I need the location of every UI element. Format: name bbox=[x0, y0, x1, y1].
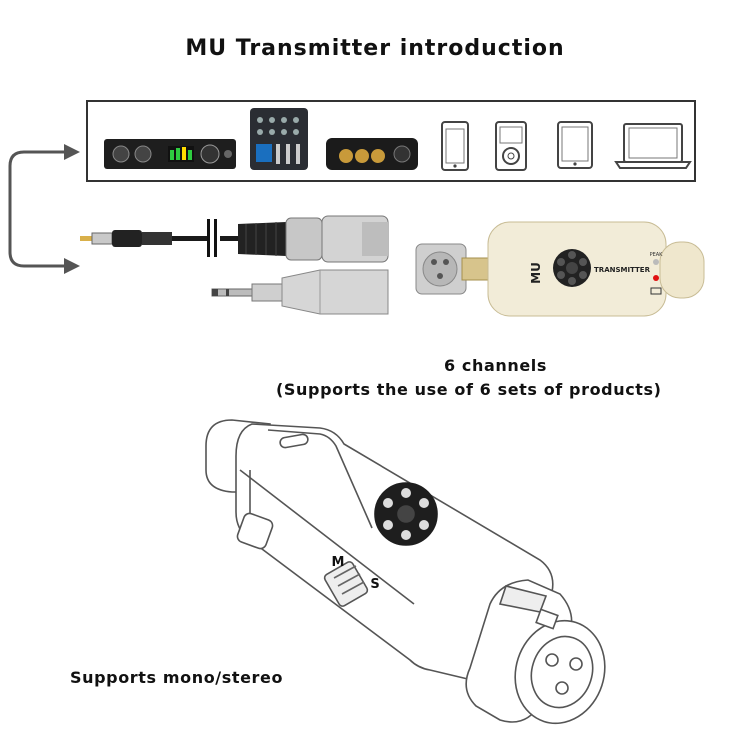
mono-switch-label: M bbox=[332, 555, 345, 570]
quarter-inch-to-xlr-adapter-icon bbox=[211, 269, 389, 315]
transmitter-brand-label: MU bbox=[529, 262, 543, 284]
transmitter-model-label: TRANSMITTER bbox=[594, 266, 651, 274]
supports-caption: (Supports the use of 6 sets of products) bbox=[276, 380, 662, 399]
transmitter-line-drawing bbox=[205, 419, 606, 725]
smartphone-icon bbox=[441, 121, 469, 171]
transmitter-device-icon bbox=[415, 221, 705, 317]
tablet-icon bbox=[557, 121, 593, 169]
mono-stereo-caption: Supports mono/stereo bbox=[70, 668, 284, 687]
laptop-icon bbox=[614, 123, 692, 169]
mixer-icon bbox=[250, 108, 308, 170]
audio-interface-icon bbox=[104, 139, 236, 169]
peak-indicator-label: PEAK bbox=[650, 252, 664, 258]
mini-jack-to-xlr-cable-icon bbox=[80, 215, 389, 263]
media-player-icon bbox=[495, 121, 527, 171]
connection-arrow bbox=[8, 144, 80, 274]
page-title: MU Transmitter introduction bbox=[185, 36, 565, 61]
amplifier-icon bbox=[326, 138, 418, 170]
channels-caption: 6 channels bbox=[444, 356, 548, 375]
stereo-switch-label: S bbox=[370, 577, 379, 592]
